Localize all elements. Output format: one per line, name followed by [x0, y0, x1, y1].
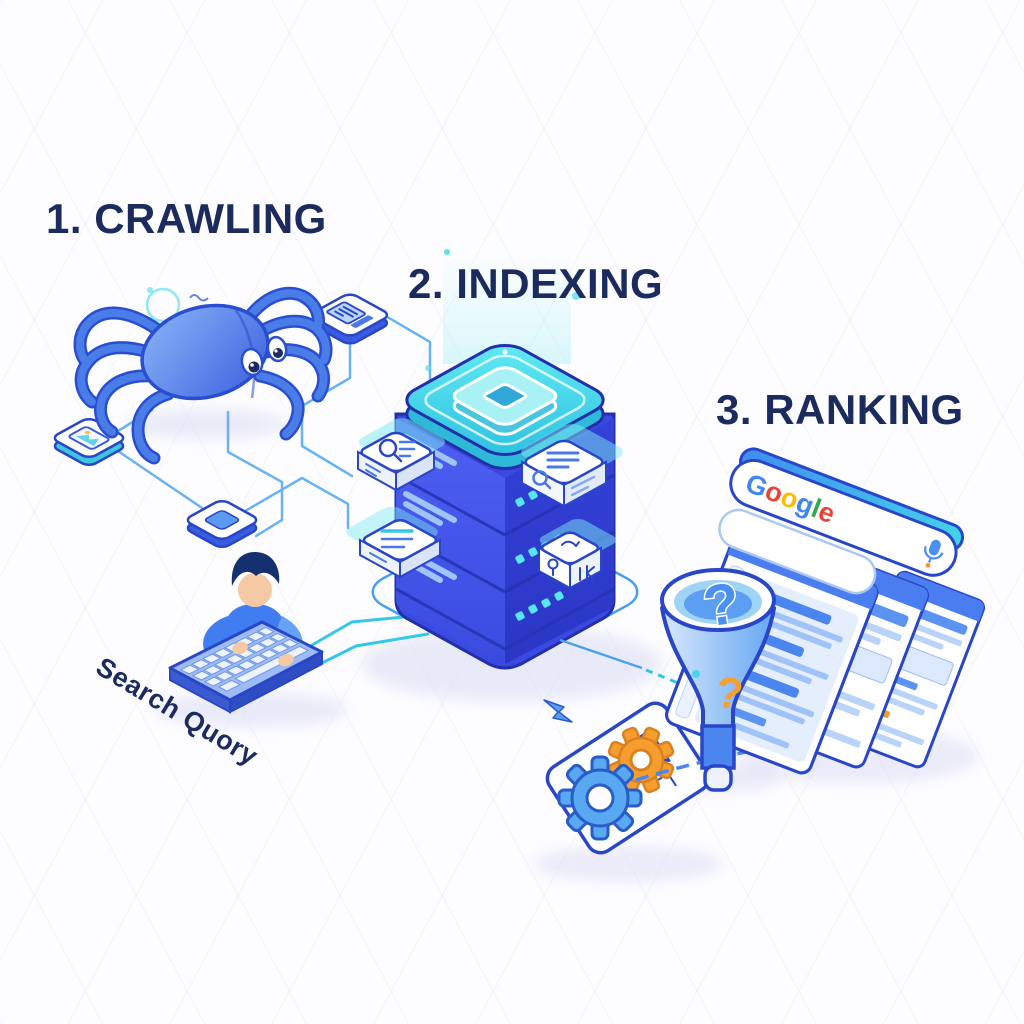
keyboard-icon: [168, 620, 324, 714]
person-typing-icon: [168, 552, 324, 714]
gear-icon-orange: [607, 726, 675, 794]
gear-icon-blue: [557, 755, 643, 841]
magnifier-icon: [378, 438, 416, 463]
spider-eyes: [240, 335, 288, 377]
index-cube-tokens: [538, 518, 617, 590]
google-logo: Google: [742, 468, 840, 529]
step-2-label: 2. INDEXING: [408, 260, 663, 307]
node-tile-picture: [51, 417, 127, 467]
step-1-label: 1. CRAWLING: [46, 195, 327, 242]
index-card-document: [521, 424, 623, 508]
spider-icon: [73, 286, 333, 465]
index-card-magnifier: [357, 418, 446, 492]
funnel-icon: ? ?: [660, 568, 776, 792]
index-card-notes: [346, 506, 441, 579]
magnifier-icon: [532, 470, 552, 490]
google-search-bar: Google: [718, 447, 965, 595]
step-3-label: 3. RANKING: [716, 386, 964, 433]
picture-icon: [68, 426, 110, 449]
person-face: [238, 573, 272, 607]
algorithm-card: [543, 699, 711, 855]
node-tile-square: [184, 499, 260, 549]
mic-icon: [924, 539, 944, 568]
person-hair: [231, 552, 280, 586]
webpage-icon: [326, 302, 374, 328]
arrow-into-card-icon: [543, 699, 573, 723]
square-icon: [204, 510, 241, 530]
node-tile-webpage: [309, 292, 391, 345]
